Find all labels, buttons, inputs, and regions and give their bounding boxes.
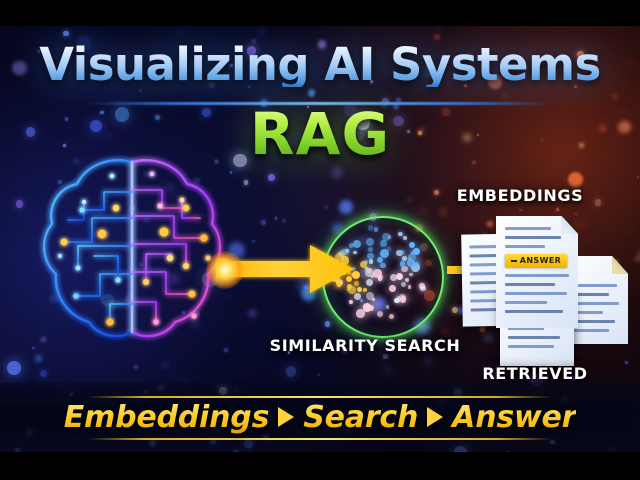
label-retrieved: RETRIEVED <box>482 364 588 383</box>
label-embeddings: EMBEDDINGS <box>456 186 584 205</box>
banner-rule-bottom <box>88 438 552 440</box>
energy-spark <box>206 251 244 289</box>
answer-badge: ANSWER <box>505 254 567 267</box>
page-title: Visualizing AI Systems <box>0 42 640 87</box>
answer-dash-icon <box>510 259 517 262</box>
document-stack-icon: ANSWER <box>461 216 630 366</box>
pipeline-banner: Embeddings Search Answer <box>0 382 640 452</box>
letterbox-top <box>0 0 640 26</box>
pipeline-step-answer: Answer <box>452 399 577 435</box>
pipeline-steps: Embeddings Search Answer <box>64 400 577 435</box>
pipeline-step-search: Search <box>303 399 419 435</box>
play-triangle-icon-2 <box>427 407 444 427</box>
document-front-answer: ANSWER <box>496 216 578 328</box>
pipeline-step-embeddings: Embeddings <box>63 399 270 435</box>
label-similarity-search: SIMILARITY SEARCH <box>269 336 461 355</box>
play-triangle-icon-1 <box>278 407 295 427</box>
answer-badge-label: ANSWER <box>519 256 562 265</box>
topic-title: RAG <box>0 105 640 163</box>
letterbox-bottom <box>0 452 640 480</box>
circuit-brain-icon <box>34 146 234 346</box>
banner-rule-top <box>88 396 552 398</box>
flow-arrow-icon <box>216 241 356 297</box>
vector-cloud-icon <box>322 216 444 338</box>
scene-background: Visualizing AI Systems RAG <box>0 26 640 452</box>
title-divider <box>86 102 554 105</box>
